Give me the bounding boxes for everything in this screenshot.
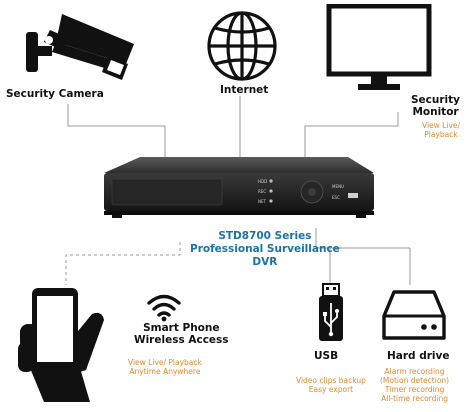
camera-connector [67, 104, 166, 162]
monitor-icon [326, 4, 432, 90]
wifi-icon [147, 294, 181, 322]
hard-drive-label: Hard drive [387, 350, 450, 362]
smartphone-hand-icon [18, 288, 104, 402]
hard-drive-note-line3: Timer recording [384, 385, 445, 394]
usb-drive-icon [319, 283, 343, 341]
dvr-menu-label: MENU [332, 184, 344, 189]
dvr-device: HDD REC NET MENU ESC [104, 157, 374, 218]
phone-connector [65, 242, 181, 285]
dvr-title-line3: DVR [252, 256, 278, 268]
dvr-title: STD8700 Series Professional Surveillance… [190, 230, 340, 269]
hard-drive-icon [382, 290, 446, 340]
security-monitor-label: Security Monitor [411, 94, 460, 118]
dvr-rec-label: REC [258, 189, 266, 194]
hard-drive-note-line2: (Motion detection) [380, 376, 450, 385]
monitor-connector [304, 112, 399, 162]
hard-drive-note-line4: All-time recording [381, 394, 448, 403]
dvr-net-label: NET [258, 199, 267, 204]
smart-phone-note-line1: View Live/ Playback [128, 358, 202, 367]
smart-phone-label-line2: Wireless Access [134, 334, 229, 346]
globe-icon [207, 11, 277, 81]
security-monitor-note-line1: View Live/ [422, 121, 461, 130]
dvr-esc-label: ESC [332, 195, 340, 200]
usb-label: USB [314, 350, 339, 362]
security-monitor-label-line2: Monitor [412, 106, 459, 118]
internet-label: Internet [220, 84, 269, 96]
dvr-title-line1: STD8700 Series [218, 230, 312, 242]
security-camera-icon [26, 14, 134, 80]
usb-note-line1: Video clips backup [296, 376, 366, 385]
hard-drive-note: Alarm recording (Motion detection) Timer… [380, 367, 449, 403]
storage-connector [315, 228, 331, 285]
smart-phone-label: Smart Phone Wireless Access [134, 322, 229, 346]
smart-phone-note: View Live/ Playback Anytime Anywhere [128, 358, 202, 376]
usb-note-line2: Easy export [308, 385, 354, 394]
smart-phone-label-line1: Smart Phone [143, 322, 220, 334]
usb-note: Video clips backup Easy export [296, 376, 366, 394]
dvr-title-line2: Professional Surveillance [190, 243, 340, 255]
dvr-hdd-label: HDD [258, 179, 267, 184]
smart-phone-note-line2: Anytime Anywhere [129, 367, 201, 376]
hard-drive-note-line1: Alarm recording [384, 367, 445, 376]
security-monitor-note: View Live/ Playback [422, 121, 460, 139]
security-monitor-note-line2: Playback [424, 130, 458, 139]
security-monitor-label-line1: Security [411, 94, 461, 106]
security-camera-label: Security Camera [6, 88, 104, 100]
